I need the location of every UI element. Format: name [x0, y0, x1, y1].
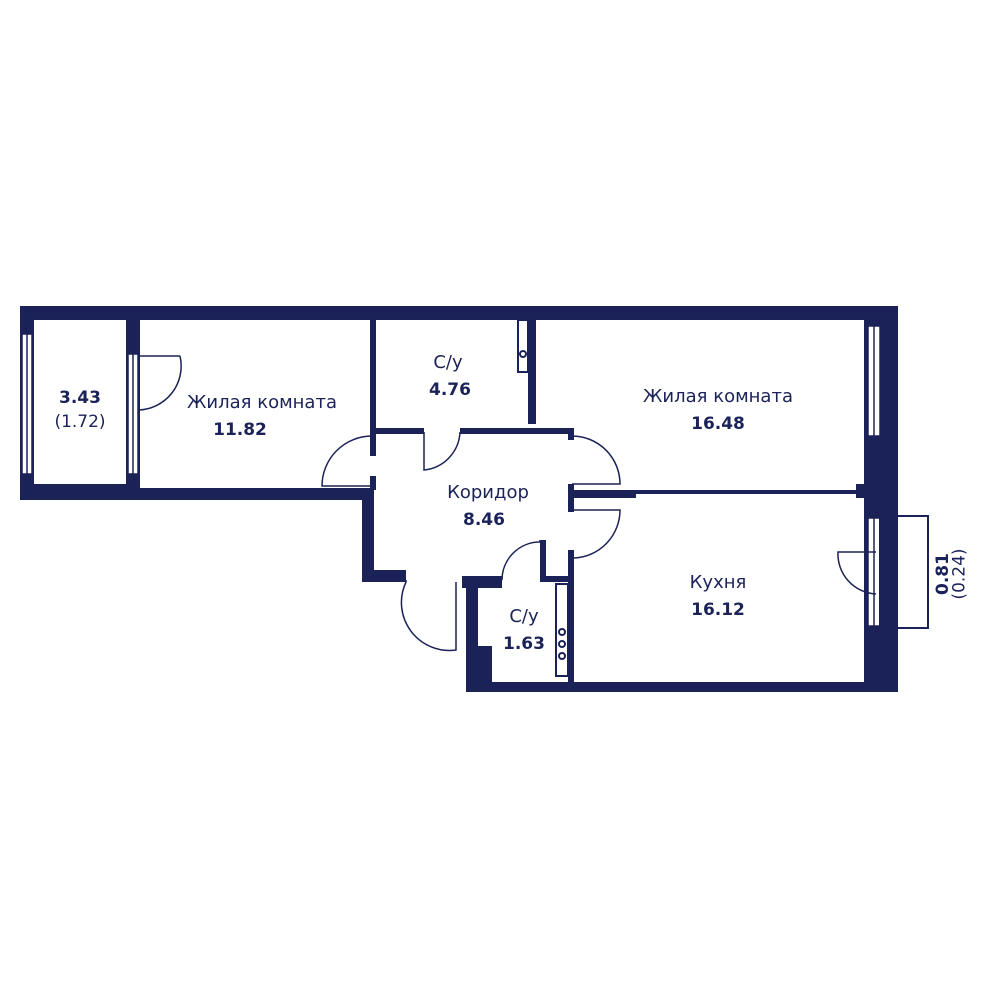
- room-area-bath-1: 4.76: [429, 380, 471, 400]
- room-area-living-2: 16.48: [691, 414, 745, 434]
- windows: [21, 325, 929, 629]
- room-name-bath-2: С/у: [509, 606, 539, 627]
- door-swings: [137, 355, 877, 652]
- interior-walls: [370, 318, 868, 682]
- balcony-area: 3.43: [59, 388, 101, 408]
- loggia-sub-area: (0.24): [949, 548, 970, 600]
- room-name-corridor: Коридор: [447, 482, 529, 503]
- room-area-living-1: 11.82: [213, 420, 267, 440]
- room-name-kitchen: Кухня: [689, 572, 747, 593]
- room-name-living-1: Жилая комната: [187, 392, 337, 413]
- room-name-living-2: Жилая комната: [643, 386, 793, 407]
- balcony-sub-area: (1.72): [54, 412, 106, 432]
- room-area-kitchen: 16.12: [691, 600, 745, 620]
- bathroom-fixtures: [517, 319, 569, 677]
- room-area-corridor: 8.46: [463, 510, 505, 530]
- room-area-bath-2: 1.63: [503, 634, 545, 654]
- room-name-bath-1: С/у: [433, 352, 463, 373]
